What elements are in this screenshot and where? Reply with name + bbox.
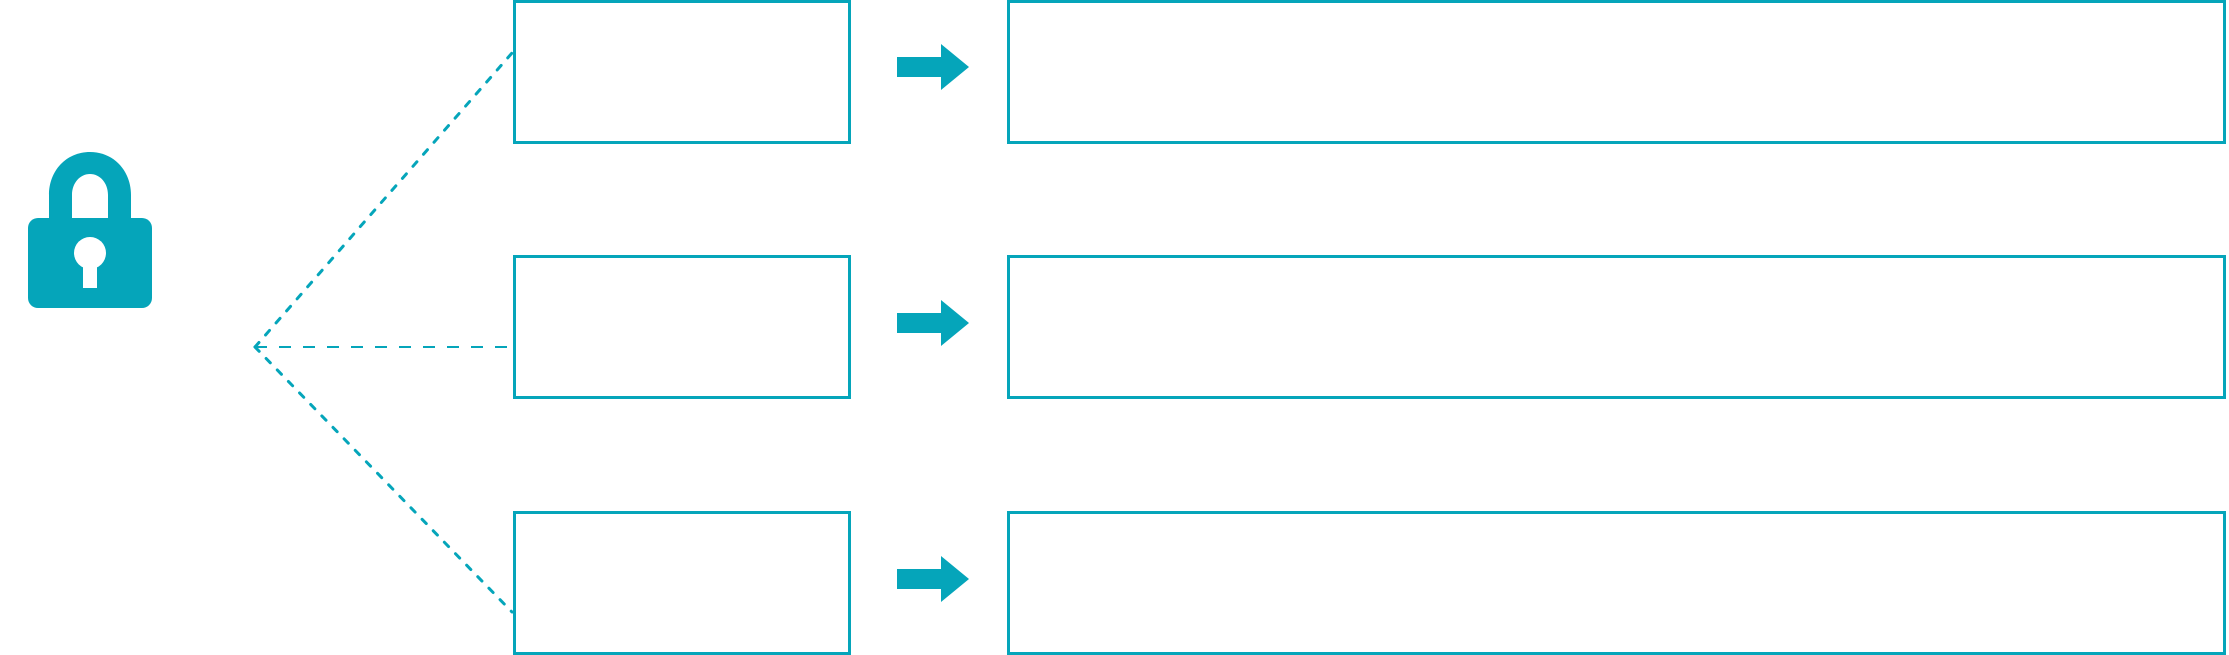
right-box-row-3-text [1010,514,2223,652]
connector-line-1 [253,51,514,349]
right-box-row-3[interactable] [1007,511,2226,655]
connector-line-3 [253,345,514,614]
right-box-row-2-text [1010,258,2223,396]
left-box-row-1[interactable] [513,0,851,144]
left-box-row-3[interactable] [513,511,851,655]
right-arrow-icon [897,556,969,602]
left-box-row-3-text [516,514,848,652]
right-arrow-icon [897,300,969,346]
left-box-row-1-text [516,3,848,141]
lock-icon [28,150,152,308]
left-box-row-2[interactable] [513,255,851,399]
right-box-row-1[interactable] [1007,0,2226,144]
right-box-row-2[interactable] [1007,255,2226,399]
right-arrow-icon [897,44,969,90]
right-box-row-1-text [1010,3,2223,141]
left-box-row-2-text [516,258,848,396]
